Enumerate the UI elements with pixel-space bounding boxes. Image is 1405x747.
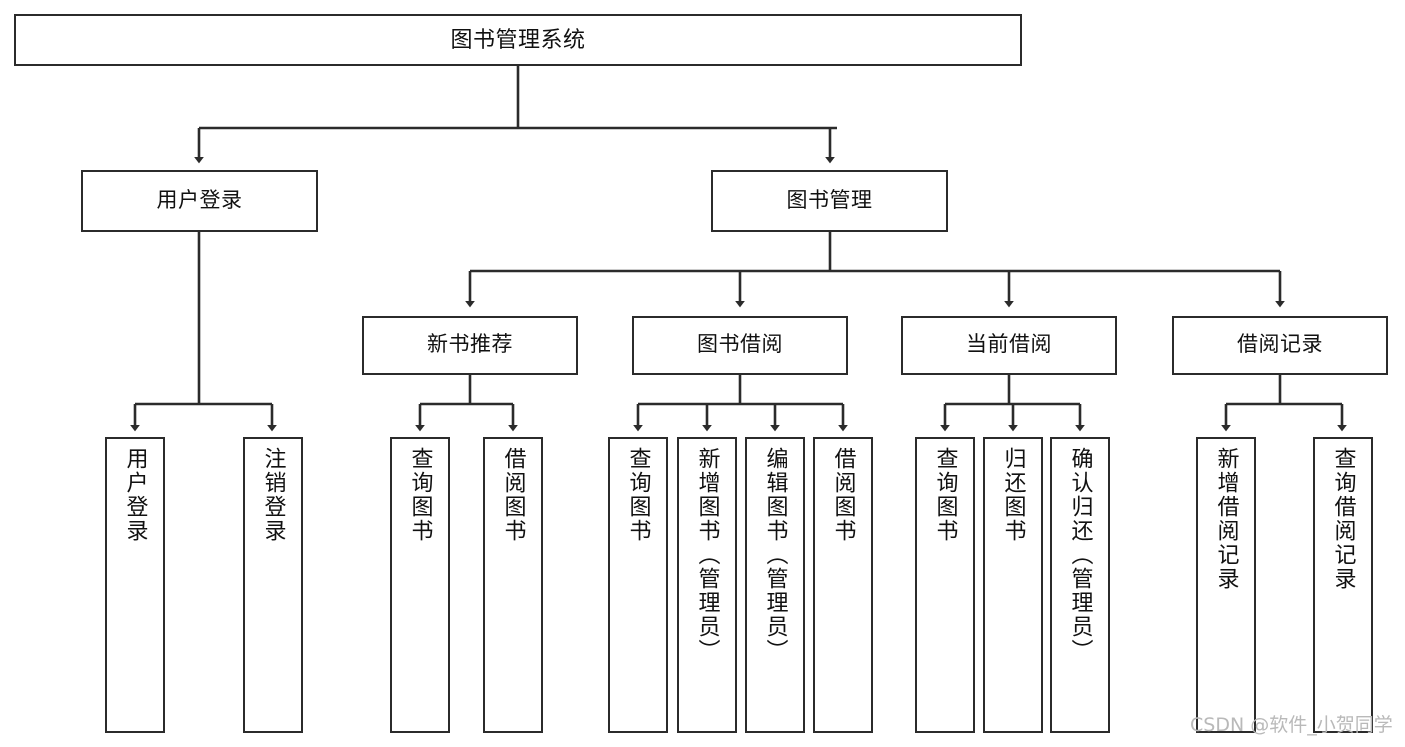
- node-label: 借阅记录: [1237, 333, 1323, 357]
- node-label: 新增借阅记录: [1214, 447, 1240, 591]
- csdn-watermark: CSDN @软件_小贺同学: [1190, 714, 1393, 736]
- node-root-system[interactable]: 图书管理系统: [14, 14, 1022, 66]
- node-label: 编辑图书（管理员）: [763, 447, 789, 663]
- node-leaf-edit-book[interactable]: 编辑图书（管理员）: [745, 437, 805, 733]
- node-label: 查询图书: [626, 447, 652, 543]
- node-leaf-add-record[interactable]: 新增借阅记录: [1196, 437, 1256, 733]
- node-label: 用户登录: [123, 447, 149, 543]
- node-leaf-borrow-book-2[interactable]: 借阅图书: [813, 437, 873, 733]
- node-leaf-return-book[interactable]: 归还图书: [983, 437, 1043, 733]
- node-label: 新增图书（管理员）: [695, 447, 721, 663]
- node-label: 图书管理系统: [450, 27, 586, 53]
- node-book-management[interactable]: 图书管理: [711, 170, 948, 232]
- node-label: 图书借阅: [697, 333, 783, 357]
- node-label: 查询图书: [408, 447, 434, 543]
- node-new-book-recommend[interactable]: 新书推荐: [362, 316, 578, 375]
- node-leaf-query-book-2[interactable]: 查询图书: [608, 437, 668, 733]
- node-label: 借阅图书: [501, 447, 527, 543]
- node-leaf-borrow-book-1[interactable]: 借阅图书: [483, 437, 543, 733]
- node-label: 查询图书: [933, 447, 959, 543]
- node-label: 用户登录: [156, 188, 243, 212]
- node-leaf-query-book-3[interactable]: 查询图书: [915, 437, 975, 733]
- node-current-borrow[interactable]: 当前借阅: [901, 316, 1117, 375]
- node-label: 归还图书: [1001, 447, 1027, 543]
- node-leaf-query-record[interactable]: 查询借阅记录: [1313, 437, 1373, 733]
- node-label: 查询借阅记录: [1331, 447, 1357, 591]
- node-label: 注销登录: [261, 447, 287, 543]
- node-leaf-add-book[interactable]: 新增图书（管理员）: [677, 437, 737, 733]
- node-leaf-user-login[interactable]: 用户登录: [105, 437, 165, 733]
- node-borrow-record[interactable]: 借阅记录: [1172, 316, 1388, 375]
- node-label: 当前借阅: [966, 333, 1052, 357]
- node-leaf-user-logout[interactable]: 注销登录: [243, 437, 303, 733]
- node-label: 借阅图书: [831, 447, 857, 543]
- node-label: 确认归还（管理员）: [1068, 447, 1094, 663]
- node-user-login[interactable]: 用户登录: [81, 170, 318, 232]
- node-label: 图书管理: [786, 188, 873, 212]
- node-leaf-query-book-1[interactable]: 查询图书: [390, 437, 450, 733]
- node-book-borrow[interactable]: 图书借阅: [632, 316, 848, 375]
- node-leaf-confirm-return[interactable]: 确认归还（管理员）: [1050, 437, 1110, 733]
- node-label: 新书推荐: [427, 333, 513, 357]
